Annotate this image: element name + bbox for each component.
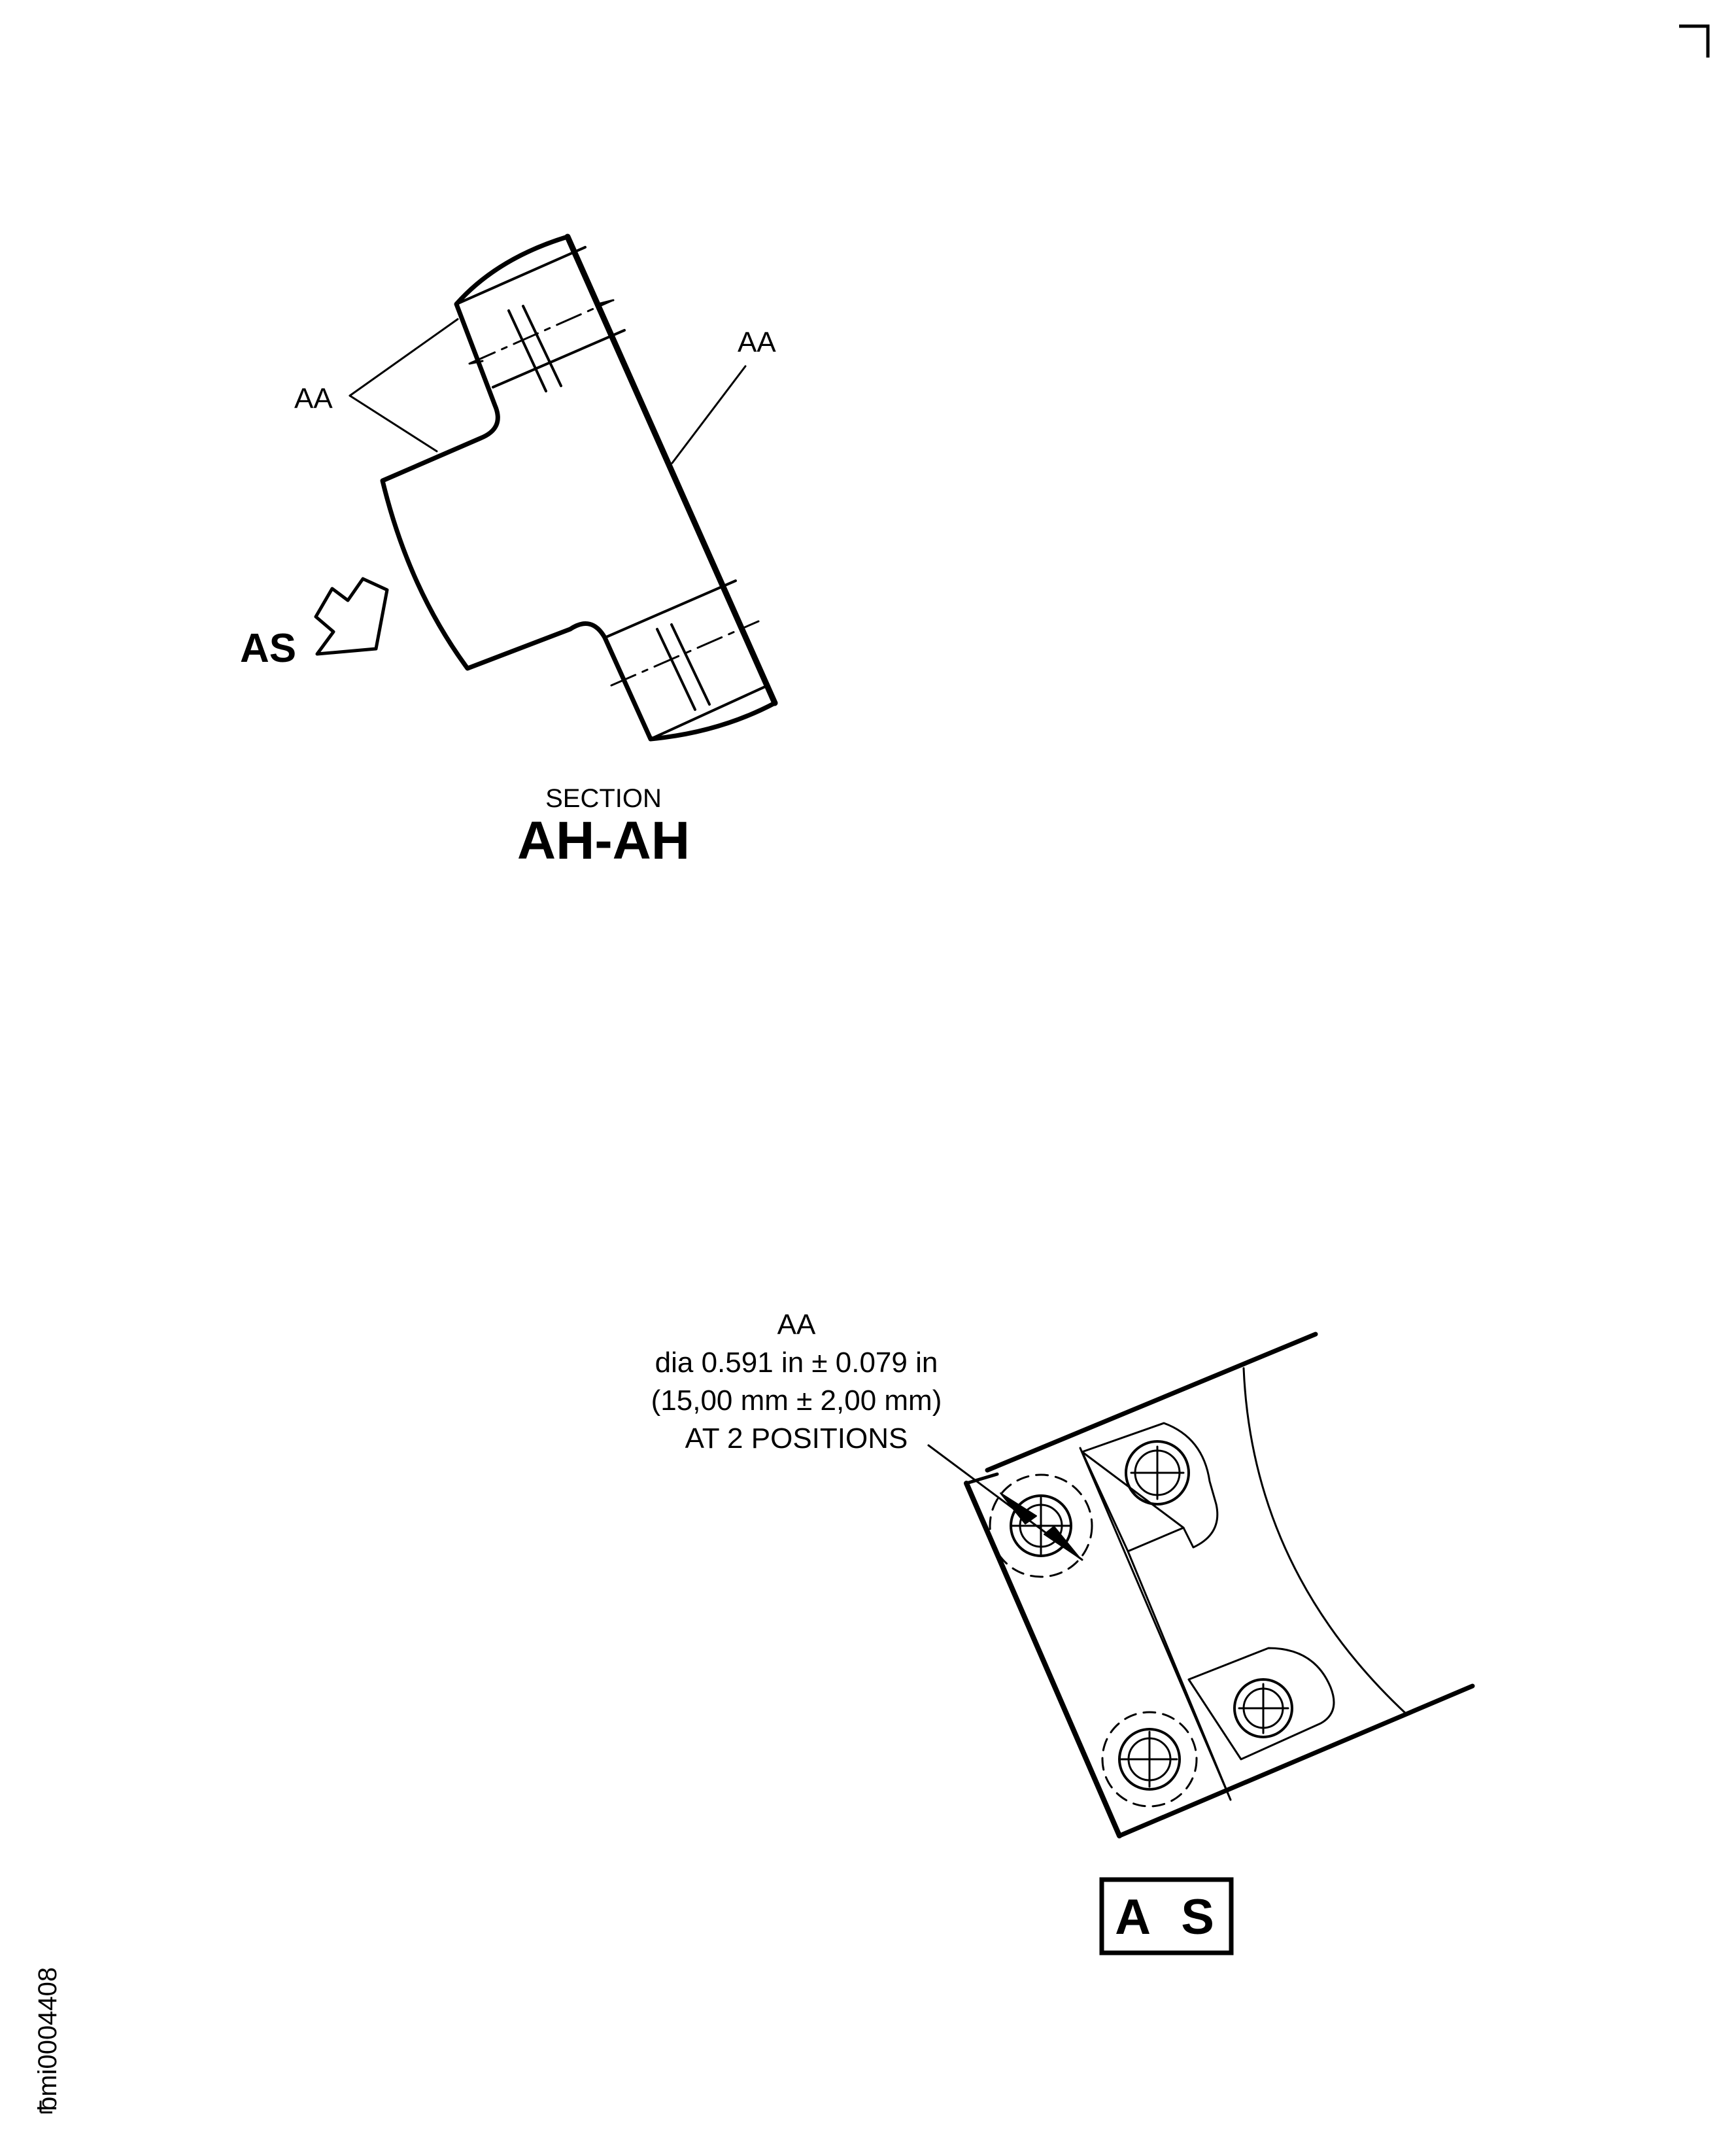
section-flange-edge xyxy=(564,233,778,706)
view-arrow-label: AS xyxy=(240,626,296,671)
note-line-2: dia 0.591 in ± 0.079 in xyxy=(655,1347,938,1379)
section-part-outline xyxy=(380,234,777,742)
note-line-3: (15,00 mm ± 2,00 mm) xyxy=(651,1385,942,1417)
bracket-lower xyxy=(1187,1647,1335,1761)
hole-upper-left xyxy=(989,1473,1093,1578)
view-as xyxy=(927,1332,1475,1838)
lower-bore xyxy=(604,579,766,740)
bracket-upper xyxy=(1081,1422,1219,1553)
note-line-4: AT 2 POSITIONS xyxy=(685,1422,908,1454)
hole-lower-right xyxy=(1233,1678,1293,1738)
section-caption-big: AH-AH xyxy=(517,811,690,870)
view-arrow xyxy=(314,577,389,656)
part-lower-edge xyxy=(1117,1683,1475,1838)
part-upper-edge xyxy=(985,1332,1318,1473)
doc-id-bracket xyxy=(39,2101,52,2114)
view-label-box xyxy=(1099,1877,1234,1955)
view-label: A S xyxy=(1115,1889,1223,1945)
dimension-arrow-lower xyxy=(1044,1526,1081,1559)
corner-mark xyxy=(1679,24,1710,58)
document-id: bmi0004408 xyxy=(33,1967,62,2111)
callout-label-left: AA xyxy=(294,383,333,415)
part-left-edge xyxy=(964,1481,1122,1838)
upper-bore xyxy=(455,246,626,392)
hole-lower-left xyxy=(1101,1711,1198,1808)
hole-upper-right xyxy=(1125,1440,1190,1506)
callout-label-right: AA xyxy=(738,326,776,358)
leader-line-left-upper xyxy=(349,318,459,397)
inner-curved-face xyxy=(1242,1367,1407,1715)
leader-line-left-lower xyxy=(349,394,438,453)
dimension-arrow-upper xyxy=(1000,1492,1037,1524)
bracket-strip xyxy=(1079,1447,1232,1801)
section-ah-ah xyxy=(314,233,778,742)
note-line-1: AA xyxy=(777,1309,816,1341)
section-caption-small: SECTION xyxy=(545,784,662,813)
leader-line-right xyxy=(671,365,747,464)
